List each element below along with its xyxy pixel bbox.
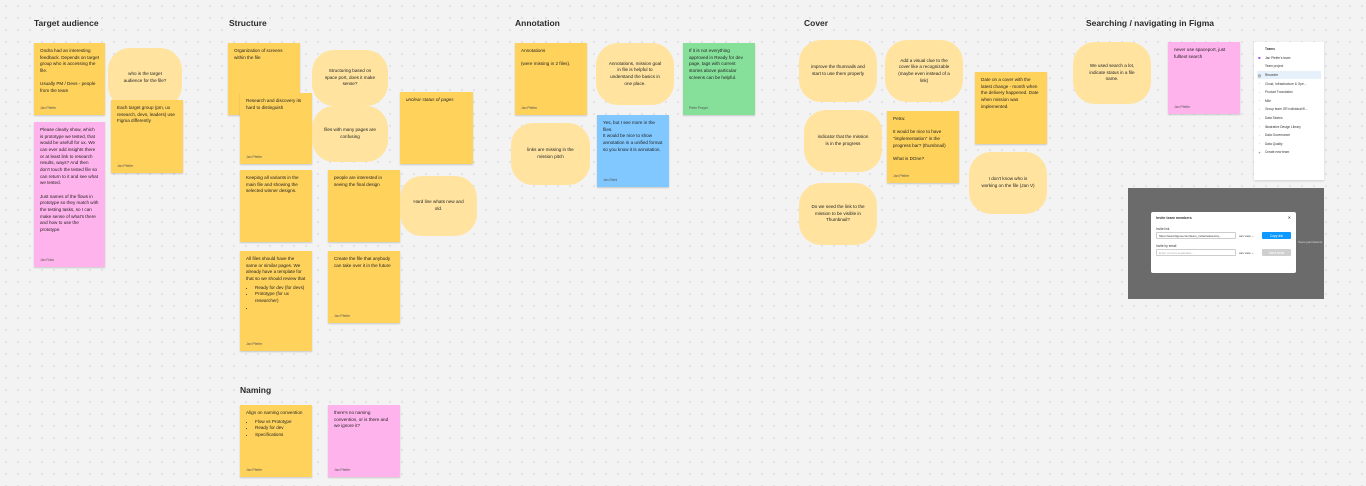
sticky-note[interactable]: Petra: It would be nice to have "impleme… — [887, 111, 959, 183]
panel-item: ·Data Governance — [1258, 132, 1290, 138]
note-bullet-list: Flow vs Prototype Ready for dev Specific… — [246, 419, 306, 439]
panel-item: ◎Recorder — [1257, 70, 1321, 80]
note-author: Jan Pfeifer — [246, 342, 263, 347]
team-icon: ■ — [1258, 55, 1261, 61]
note-author: Jan Pfeifer — [246, 155, 263, 160]
dialog-title: Invite team members — [1156, 216, 1192, 220]
team-icon: · — [1258, 115, 1261, 121]
note-author: Jan Pfeifer — [40, 106, 57, 111]
panel-item: ·Illustrative Design Library — [1258, 124, 1301, 130]
sticky-bubble[interactable]: indicator that the mission is in the pro… — [804, 110, 882, 172]
sticky-note[interactable]: Please clearly show, which is prototype … — [34, 122, 105, 267]
sticky-note[interactable]: never use spaceport, just fulltext searc… — [1168, 42, 1240, 114]
invite-dialog-screenshot: Team permissions Invite team members ✕ I… — [1128, 188, 1324, 299]
note-bullet-list: Ready for dev (for devs) Prototype (for … — [246, 285, 306, 312]
sticky-note[interactable]: unclear status of pages — [400, 92, 473, 164]
sticky-note[interactable]: Each target group (pm, ux research, devs… — [111, 100, 183, 173]
permission-select: can view ⌄ — [1239, 233, 1255, 238]
sticky-bubble[interactable]: Add a visual clue to the cover like a re… — [885, 40, 963, 102]
section-title-annotation: Annotation — [515, 18, 560, 28]
panel-item: ·Mile — [1258, 98, 1271, 104]
permission-select: can view ⌄ — [1239, 250, 1255, 255]
sticky-bubble[interactable]: links are missing in the mission pitch — [511, 123, 590, 185]
note-author: Jan Pfeifer — [334, 468, 351, 473]
team-icon: · — [1258, 132, 1261, 138]
sticky-note[interactable]: All files should have the same or simila… — [240, 251, 312, 351]
sticky-note[interactable]: there's no naming convention, or is ther… — [328, 405, 400, 477]
panel-item: ■Jan Pfeifer's team — [1258, 55, 1291, 61]
section-title-cover: Cover — [804, 18, 829, 28]
panel-icon — [1257, 47, 1262, 52]
sticky-note[interactable]: people are interested in seeing the fina… — [328, 170, 400, 242]
invite-email-label: Invite by email — [1156, 244, 1177, 248]
panel-item: ·Data Quality — [1258, 141, 1283, 147]
panel-icon — [1257, 64, 1262, 69]
team-icon: · — [1258, 141, 1261, 147]
close-icon: ✕ — [1287, 215, 1291, 220]
send-invite-button: Send invite — [1262, 249, 1291, 256]
invite-dialog: Invite team members ✕ Invite link https:… — [1151, 212, 1296, 273]
sticky-note[interactable]: Yes, but I see more in the files. It wou… — [597, 115, 669, 187]
note-author: Peter Prayer — [689, 106, 709, 111]
panel-item: ·Data Stories — [1258, 115, 1283, 121]
sticky-bubble[interactable]: improve the thumnails and start to use t… — [799, 40, 877, 102]
sticky-bubble[interactable]: files with many pages are confusing — [312, 106, 388, 162]
section-title-structure: Structure — [229, 18, 267, 28]
team-icon: · — [1258, 106, 1261, 112]
note-author: Jan Pfeifer — [1174, 105, 1191, 110]
invite-email-field: Enter comma separated... — [1156, 249, 1236, 256]
note-author: Jan Pfeifer — [893, 174, 910, 179]
panel-item: ·Product Foundation — [1258, 89, 1293, 95]
sticky-bubble[interactable]: Structuring based on space port, does it… — [312, 50, 388, 106]
section-title-searching: Searching / navigating in Figma — [1086, 18, 1214, 28]
copy-link-button: Copy link — [1262, 232, 1291, 239]
sticky-bubble[interactable]: I don't know who is working on the file … — [969, 152, 1047, 214]
panel-item: Teams — [1257, 45, 1321, 54]
team-icon: · — [1258, 124, 1261, 130]
panel-item: ·Cloud, Infrastructure & Ope... — [1258, 81, 1307, 87]
team-icon: · — [1258, 98, 1261, 104]
sticky-note[interactable]: Research and discovery its hard to disti… — [240, 93, 312, 164]
plus-icon: + — [1258, 149, 1261, 155]
team-permissions-label: Team permissions — [1298, 240, 1323, 244]
sticky-bubble[interactable]: Hard line whats new and old. — [400, 176, 477, 236]
note-author: Jan Pfeifer — [246, 468, 263, 473]
sticky-note[interactable]: Ondra had an interesting feedback. Depen… — [34, 43, 105, 115]
sticky-note[interactable]: Create the file that anybody can take ov… — [328, 251, 400, 323]
sticky-note[interactable]: Align on naming convention Flow vs Proto… — [240, 405, 312, 477]
sticky-note[interactable]: Annotations (were missing in 2 files). J… — [515, 43, 587, 115]
note-author: Jan Stehl — [603, 178, 618, 183]
team-icon: ◎ — [1257, 72, 1262, 78]
note-author: Jan Pfeifer — [521, 106, 538, 111]
section-title-target-audience: Target audience — [34, 18, 99, 28]
figma-teams-panel-screenshot: Teams ■Jan Pfeifer's team Team project ◎… — [1254, 42, 1324, 180]
panel-item: Team project — [1257, 62, 1321, 71]
sticky-note[interactable]: Date on a cover with the latest change -… — [975, 72, 1047, 144]
panel-item: ·Group team OR individual fil... — [1258, 106, 1308, 112]
sticky-bubble[interactable]: Do we need the link to the mission to be… — [799, 183, 877, 245]
invite-link-label: Invite link — [1156, 227, 1170, 231]
sticky-bubble[interactable]: We used search a lot, indicate status in… — [1073, 42, 1151, 104]
note-author: Jan Pfeifer — [334, 314, 351, 319]
sticky-bubble[interactable]: Annotations, mission goal in file is hel… — [596, 43, 674, 105]
note-author: Jan Pfeifer — [117, 164, 134, 169]
note-author: Jan Fiala — [40, 258, 54, 263]
sticky-bubble[interactable]: who is the target audience for the file? — [108, 48, 182, 108]
panel-item: +Create new team — [1258, 149, 1290, 155]
section-title-naming: Naming — [240, 385, 272, 395]
team-icon: · — [1258, 89, 1261, 95]
invite-link-field: https://www.figma.com/team_invite/redeem… — [1156, 232, 1236, 239]
sticky-note[interactable]: If it is not everything approved in Read… — [683, 43, 755, 115]
sticky-note[interactable]: Keeping all variants in the main file an… — [240, 170, 312, 242]
team-icon: · — [1258, 81, 1261, 87]
